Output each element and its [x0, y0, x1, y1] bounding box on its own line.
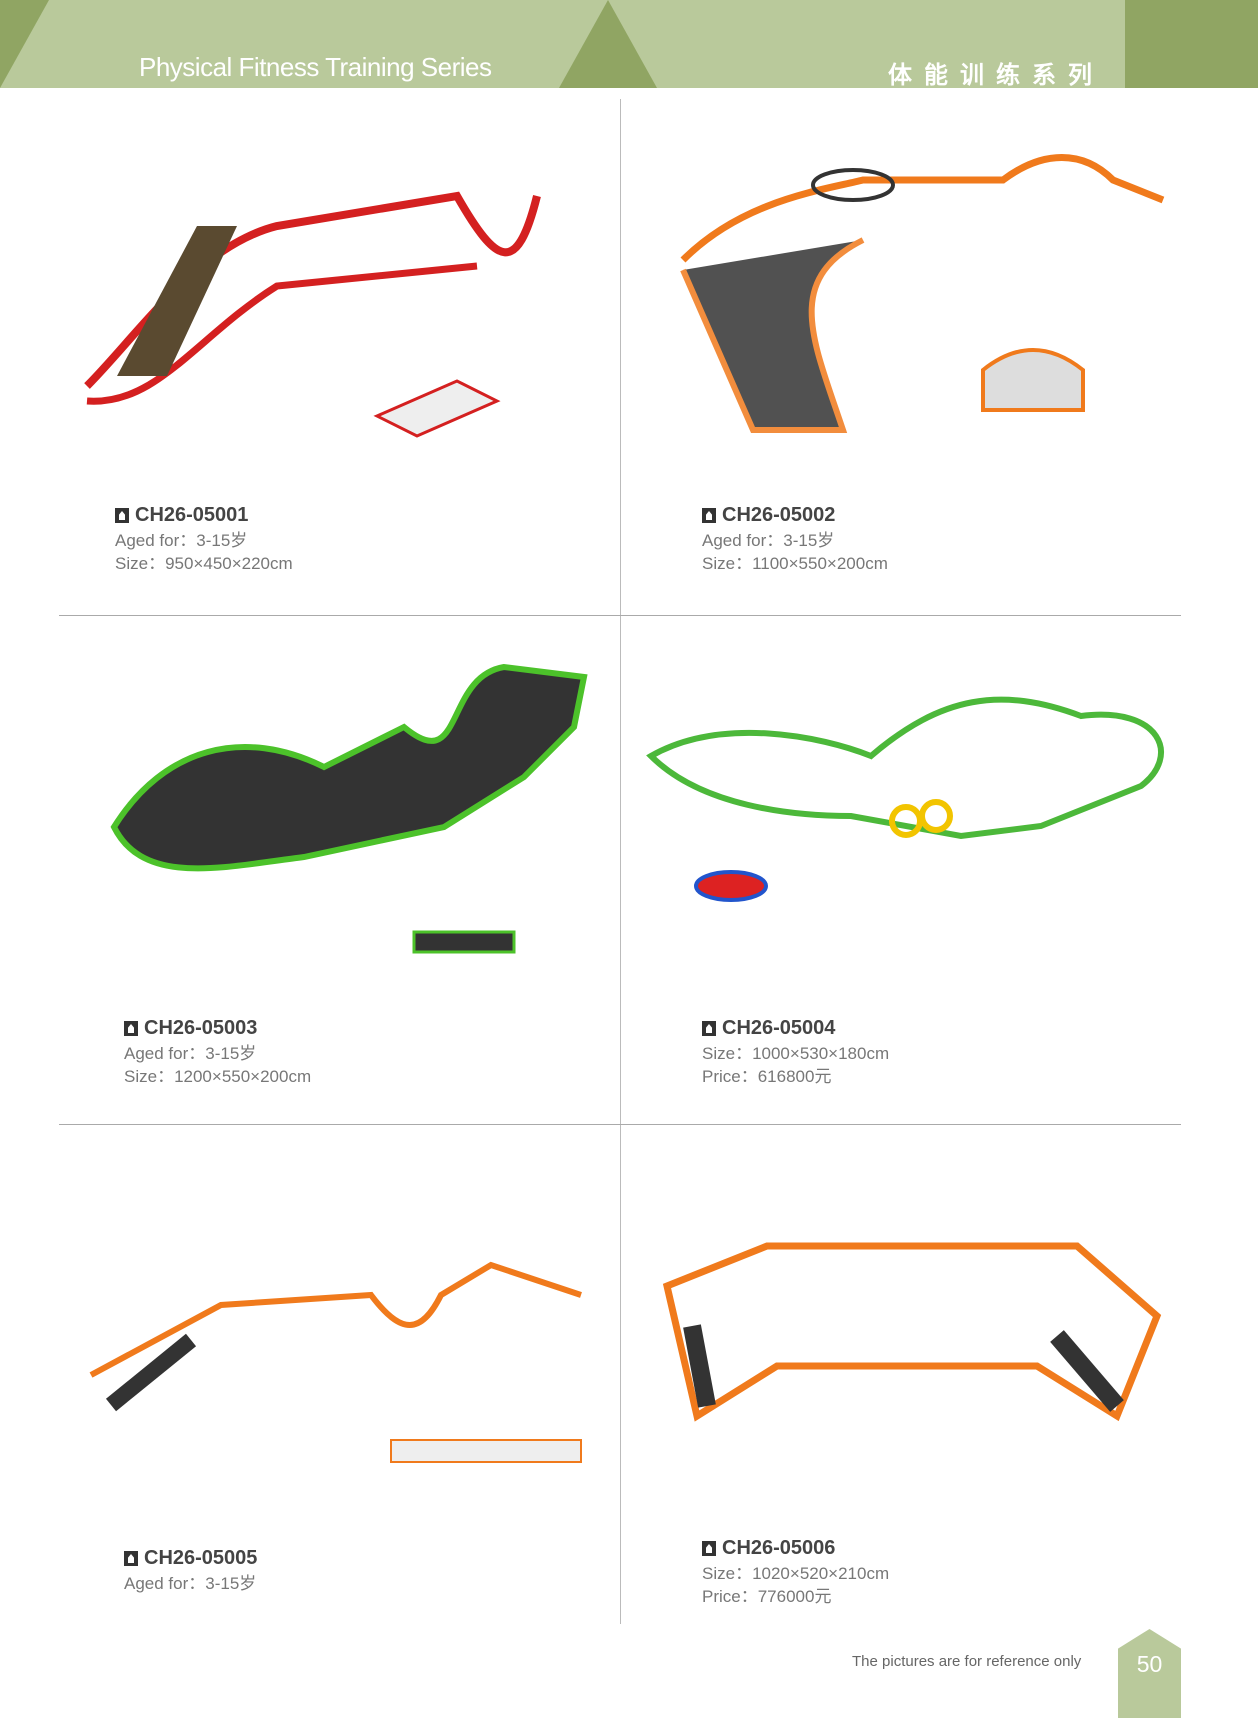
header-decoration [0, 0, 1258, 88]
product-icon [702, 508, 716, 523]
product-card-05004: CH26-05004 Size：1000×530×180cm Price：616… [702, 1017, 889, 1088]
product-card-05005: CH26-05005 Aged for：3-15岁 [124, 1547, 257, 1595]
product-code: CH26-05001 [135, 504, 249, 526]
product-card-05002: CH26-05002 Aged for：3-15岁 Size：1100×550×… [702, 504, 888, 575]
product-image-05002 [680, 154, 1165, 433]
product-icon [702, 1541, 716, 1556]
product-card-05006: CH26-05006 Size：1020×520×210cm Price：776… [702, 1537, 889, 1608]
page-header: Physical Fitness Training Series 体能训练系列 [0, 0, 1258, 89]
product-icon [124, 1021, 138, 1036]
product-detail: Aged for：3-15岁 [115, 531, 248, 550]
product-card-05003: CH26-05003 Aged for：3-15岁 Size：1200×550×… [124, 1017, 311, 1088]
product-image-05005 [89, 1261, 582, 1463]
product-detail: Size：1000×530×180cm [702, 1044, 890, 1063]
series-title-en: Physical Fitness Training Series [139, 52, 492, 82]
row-divider [59, 615, 1181, 616]
product-image-05003 [110, 663, 588, 954]
product-image-05001 [84, 191, 541, 438]
product-detail: Size：1100×550×200cm [702, 554, 888, 573]
row-divider [59, 1124, 1181, 1125]
product-detail: Price：616800元 [702, 1067, 832, 1086]
product-detail: Aged for：3-15岁 [124, 1574, 257, 1593]
product-card-05001: CH26-05001 Aged for：3-15岁 Size：950×450×2… [115, 504, 293, 575]
product-code: CH26-05002 [722, 504, 836, 526]
product-icon [702, 1021, 716, 1036]
page-number: 50 [1136, 1651, 1163, 1677]
product-icon [124, 1551, 138, 1566]
product-detail: Size：950×450×220cm [115, 554, 293, 573]
column-divider [620, 99, 621, 1624]
product-image-05006 [662, 1242, 1162, 1422]
series-title-cn: 体能训练系列 [888, 62, 1104, 89]
product-code: CH26-05004 [722, 1017, 836, 1039]
product-detail: Aged for：3-15岁 [702, 531, 835, 550]
product-image-05004 [646, 696, 1164, 902]
product-code: CH26-05006 [722, 1537, 836, 1559]
disclaimer: The pictures are for reference only [852, 1653, 1082, 1670]
product-detail: Price：776000元 [702, 1587, 832, 1606]
product-code: CH26-05003 [144, 1017, 258, 1039]
product-detail: Size：1200×550×200cm [124, 1067, 312, 1086]
product-detail: Aged for：3-15岁 [124, 1044, 257, 1063]
product-detail: Size：1020×520×210cm [702, 1564, 890, 1583]
product-icon [115, 508, 129, 523]
page-number-badge: 50 [1118, 1629, 1181, 1718]
product-code: CH26-05005 [144, 1547, 258, 1569]
